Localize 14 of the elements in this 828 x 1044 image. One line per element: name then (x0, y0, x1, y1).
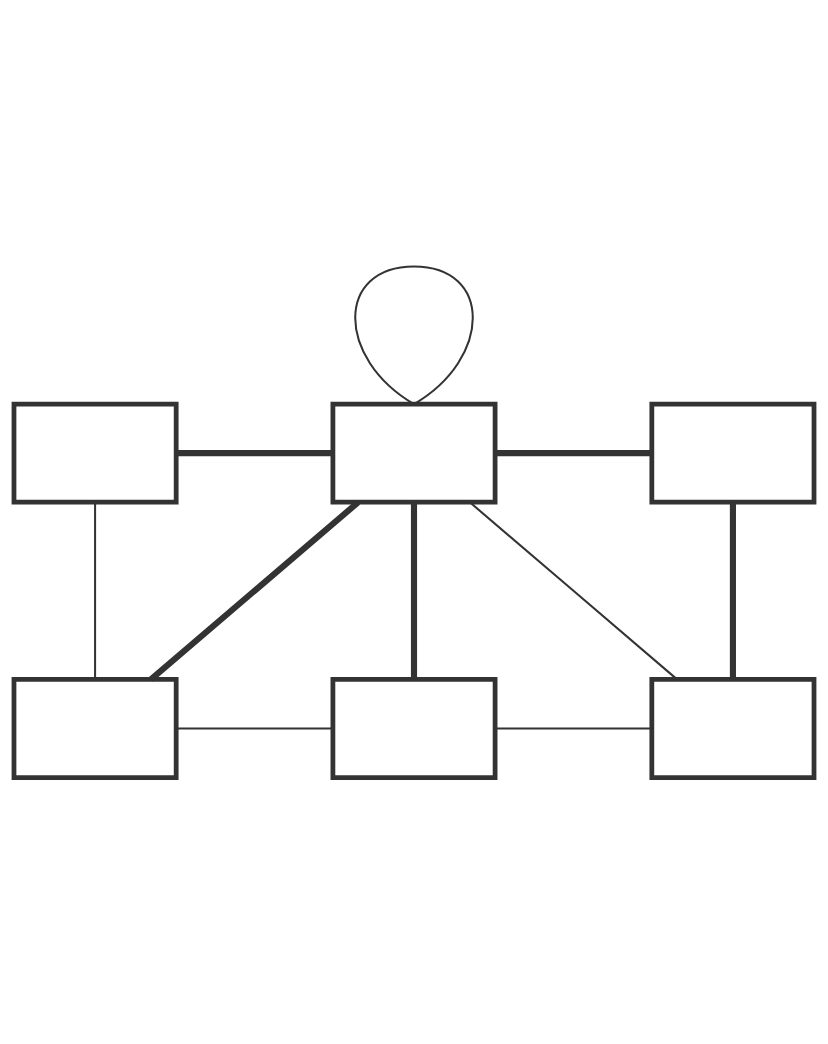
node-box (11, 401, 179, 505)
connector (495, 450, 652, 457)
connector (176, 727, 333, 730)
node-box (649, 677, 817, 780)
connector (94, 502, 97, 680)
connector (410, 502, 418, 680)
node-box (330, 401, 498, 505)
node-box (11, 677, 179, 780)
connector (495, 727, 652, 730)
node-box (649, 401, 817, 505)
connector (729, 502, 736, 680)
node-box (330, 677, 498, 780)
connector (176, 450, 333, 457)
connector (354, 265, 474, 405)
